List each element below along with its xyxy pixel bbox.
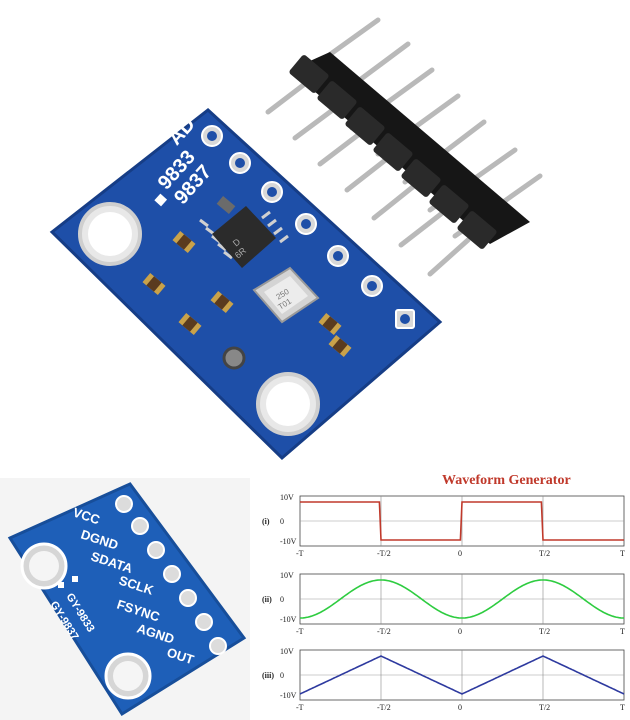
x-tick-label: 0 (458, 627, 462, 636)
x-tick-label: -T (296, 703, 304, 712)
x-tick-label: T/2 (539, 549, 550, 558)
y-tick-label: -10V (280, 537, 297, 546)
ic-mark-d: D (231, 236, 243, 248)
x-tick-label: 0 (458, 549, 462, 558)
panel-label: (iii) (262, 671, 274, 680)
x-tick-label: -T (296, 627, 304, 636)
x-tick-label: -T/2 (377, 703, 391, 712)
sine-wave-line (300, 579, 624, 619)
pin-header (265, 17, 543, 277)
x-tick-label: -T/2 (377, 627, 391, 636)
x-tick-label: -T (296, 549, 304, 558)
y-tick-label: 0 (280, 517, 284, 526)
y-tick-label: 10V (280, 571, 294, 580)
panel-label: (i) (262, 517, 270, 526)
x-tick-label: 0 (458, 703, 462, 712)
y-tick-label: -10V (280, 691, 297, 700)
waveform-title: Waveform Generator (442, 473, 571, 488)
y-tick-label: 0 (280, 671, 284, 680)
y-tick-label: 10V (280, 647, 294, 656)
panel-label: (ii) (262, 595, 272, 604)
ad9833-ic: D 6R (199, 206, 289, 268)
x-tick-label: -T/2 (377, 549, 391, 558)
ad9833-board: AD 9833 9837 D 6R 250 T01 (49, 108, 443, 461)
x-tick-label: T (620, 549, 625, 558)
square-wave-line (300, 501, 624, 541)
x-tick-label: T (620, 703, 625, 712)
x-tick-label: T (620, 627, 625, 636)
triangle-wave-line (299, 655, 625, 695)
y-tick-label: 0 (280, 595, 284, 604)
smd-components (142, 196, 352, 358)
pinout-board-photo: VCC DGND SDATA SCLK FSYNC AGND OUT GY-98… (0, 478, 250, 720)
y-tick-label: -10V (280, 615, 297, 624)
x-tick-label: T/2 (539, 703, 550, 712)
crystal-oscillator: 250 T01 (252, 266, 320, 324)
top-board-photo: AD 9833 9837 D 6R 250 T01 (49, 17, 543, 461)
pinout-pads (115, 495, 227, 655)
y-tick-label: 10V (280, 493, 294, 502)
x-tick-label: T/2 (539, 627, 550, 636)
